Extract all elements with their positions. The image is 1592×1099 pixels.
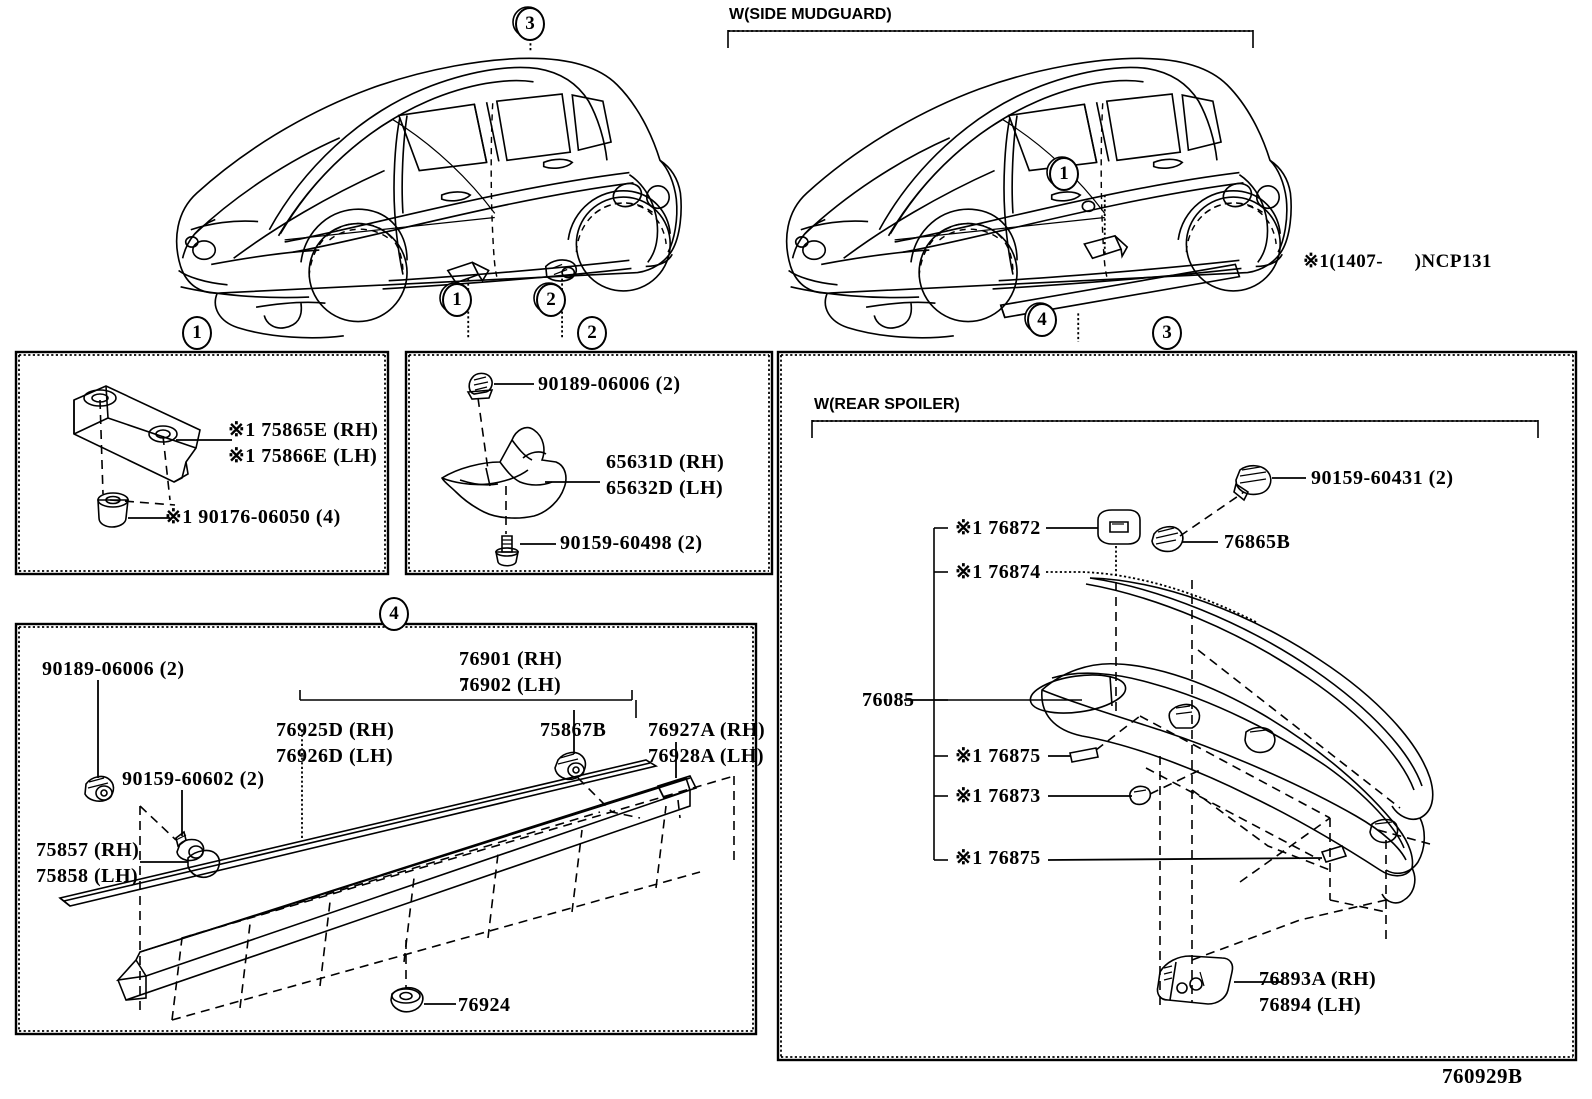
part-label-65632d: 65632D (LH)	[606, 477, 724, 499]
part-label-75858: 75858 (LH)	[36, 865, 139, 887]
panel2-artwork	[440, 372, 600, 567]
part-label-76928a: 76928A (LH)	[648, 745, 765, 767]
callout-panel-2: 2	[577, 316, 607, 350]
part-label-65631d: 65631D (RH)	[606, 451, 725, 473]
part-label-76927a: 76927A (RH)	[648, 719, 766, 741]
panel-1-box	[14, 350, 390, 576]
part-label-76875-upper: ※1 76875	[955, 745, 1041, 767]
callout-car1-item2: 2	[536, 283, 566, 317]
panel-4-box	[14, 622, 758, 1036]
callout-car2-item1: 1	[1049, 157, 1079, 191]
part-label-76085: 76085	[862, 689, 915, 711]
part-label-76893a: 76893A (RH)	[1259, 968, 1377, 990]
part-label-76925d: 76925D (RH)	[276, 719, 395, 741]
vehicle-illustration-right	[785, 57, 1292, 342]
part-label-76874: ※1 76874	[955, 561, 1041, 583]
part-label-90176-06050: ※1 90176-06050 (4)	[165, 506, 341, 528]
footnote-variant: ※1(1407- )NCP131	[1303, 250, 1492, 273]
figure-id: 760929B	[1442, 1064, 1523, 1088]
panel-2-box	[404, 350, 774, 576]
part-label-76865b: 76865B	[1224, 531, 1291, 553]
callout-panel-4: 4	[379, 597, 409, 631]
part-label-90189-06006-p2: 90189-06006 (2)	[538, 373, 681, 395]
callout-panel-3: 3	[1152, 316, 1182, 350]
panel3-artwork	[904, 464, 1434, 1008]
vehicle-illustration-left	[175, 11, 682, 339]
part-label-76872: ※1 76872	[955, 517, 1041, 539]
part-label-75866e: ※1 75866E (LH)	[228, 445, 378, 467]
part-label-76926d: 76926D (LH)	[276, 745, 394, 767]
part-label-76894: 76894 (LH)	[1259, 994, 1362, 1016]
part-label-90189-06006-p4: 90189-06006 (2)	[42, 658, 185, 680]
rear-spoiler-bracket	[811, 420, 1539, 438]
part-label-90159-60602: 90159-60602 (2)	[122, 768, 265, 790]
panel4-artwork	[58, 678, 735, 1021]
panel1-artwork	[73, 385, 232, 528]
callout-panel-1: 1	[182, 316, 212, 350]
part-label-76924: 76924	[458, 994, 511, 1016]
part-label-75867b: 75867B	[540, 719, 607, 741]
part-label-76875-lower: ※1 76875	[955, 847, 1041, 869]
part-label-76902: 76902 (LH)	[459, 674, 562, 696]
footnote-mark: ※1	[1303, 251, 1330, 272]
part-label-76873: ※1 76873	[955, 785, 1041, 807]
callout-car2-item4: 4	[1027, 303, 1057, 337]
part-label-90159-60431: 90159-60431 (2)	[1311, 467, 1454, 489]
part-label-90159-60498: 90159-60498 (2)	[560, 532, 703, 554]
part-label-76901: 76901 (RH)	[459, 648, 563, 670]
callout-car1-item1: 1	[442, 283, 472, 317]
rear-spoiler-header: W(REAR SPOILER)	[814, 396, 960, 413]
part-label-75865e: ※1 75865E (RH)	[228, 419, 379, 441]
callout-car1-item3: 3	[515, 7, 545, 41]
footnote-text: (1407- )NCP131	[1329, 251, 1492, 272]
part-label-75857: 75857 (RH)	[36, 839, 140, 861]
side-mudguard-bracket	[727, 30, 1254, 48]
side-mudguard-header: W(SIDE MUDGUARD)	[729, 6, 892, 23]
panel-3-box	[776, 350, 1578, 1062]
